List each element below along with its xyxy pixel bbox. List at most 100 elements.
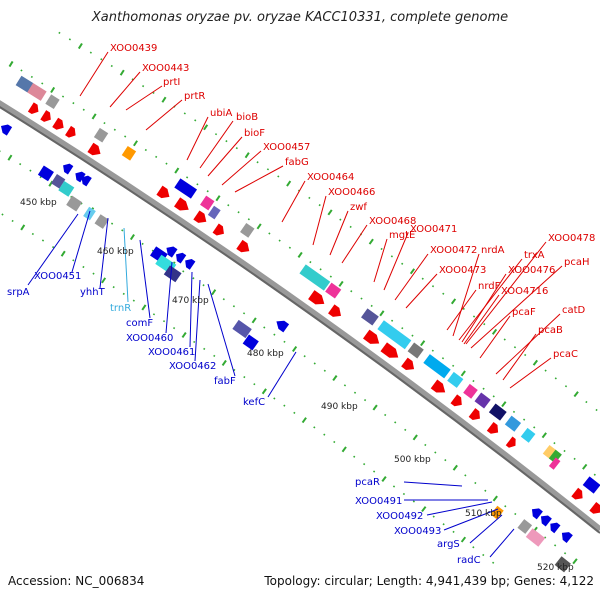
gene-arrow-forward <box>27 102 39 115</box>
tick-mark <box>174 167 180 174</box>
gene-arrow-forward <box>430 379 446 393</box>
tick-mark <box>203 124 209 131</box>
gene-label-forward: pcaF <box>512 307 536 318</box>
tick-mark <box>524 353 527 357</box>
tick-mark <box>553 544 557 547</box>
gene-block-forward <box>207 205 221 220</box>
leader-line-forward <box>405 273 438 309</box>
tick-mark <box>89 51 92 54</box>
tick-mark <box>411 334 414 337</box>
tick-mark <box>360 297 363 300</box>
gene-block-reverse <box>58 181 75 197</box>
tick-mark <box>112 285 115 289</box>
gene-arrow-forward <box>156 185 170 199</box>
gene-block-forward <box>474 392 491 409</box>
leader-line-reverse <box>189 271 193 348</box>
tick-mark <box>593 473 596 476</box>
tick-mark <box>214 133 218 136</box>
gene-label-forward: trxA <box>524 250 545 261</box>
tick-mark <box>390 255 394 258</box>
tick-mark <box>380 247 383 251</box>
leader-line-forward <box>502 333 537 381</box>
tick-mark <box>563 449 566 453</box>
leader-line-reverse <box>403 481 463 487</box>
gene-arrow-reverse <box>0 124 13 136</box>
tick-mark <box>460 370 466 377</box>
gene-block-reverse <box>51 173 66 189</box>
genes-layer <box>0 75 600 573</box>
tick-mark <box>77 42 83 50</box>
gene-arrow-reverse <box>550 522 561 534</box>
gene-arrow-reverse <box>75 171 86 183</box>
gene-label-forward: nrdA <box>481 245 505 256</box>
tick-mark <box>513 346 517 349</box>
gene-arrow-forward <box>52 117 64 130</box>
kbp-label: 510 kbp <box>465 509 502 519</box>
tick-mark <box>122 292 125 295</box>
leader-line-forward <box>186 116 209 161</box>
tick-mark <box>582 463 588 470</box>
tick-mark <box>0 150 1 153</box>
gene-block-forward <box>299 264 331 291</box>
gene-label-reverse: comF <box>126 318 153 329</box>
gene-block-forward <box>463 383 478 399</box>
tick-mark <box>253 383 256 386</box>
tick-mark <box>286 180 292 187</box>
gene-block-forward <box>520 427 536 443</box>
gene-arrow-forward <box>571 487 583 500</box>
leader-line-forward <box>509 357 552 389</box>
tick-mark <box>452 464 458 471</box>
tick-mark <box>564 385 568 388</box>
tick-mark <box>273 333 276 336</box>
tick-mark <box>142 85 145 88</box>
tick-mark <box>155 155 158 158</box>
leader-line-forward <box>221 150 262 186</box>
tick-mark <box>392 485 396 488</box>
tick-mark <box>319 268 322 271</box>
tick-mark <box>20 224 26 231</box>
tick-mark <box>110 222 114 225</box>
gene-block-reverse <box>37 165 54 182</box>
kbp-label: 460 kbp <box>97 247 134 257</box>
gene-block-forward <box>423 354 451 379</box>
tick-mark <box>161 96 167 103</box>
tick-mark <box>266 168 270 171</box>
tick-mark <box>1 213 4 216</box>
tick-mark <box>401 262 404 265</box>
gene-arrow-reverse <box>166 246 178 258</box>
tick-mark <box>442 523 445 526</box>
gene-arrow-forward <box>468 408 480 420</box>
gene-block-forward <box>407 342 424 359</box>
tick-mark <box>50 86 56 94</box>
tick-mark <box>353 455 356 458</box>
leader-line-reverse <box>207 283 236 377</box>
gene-label-forward: pcaC <box>553 349 578 360</box>
tick-mark <box>215 195 221 202</box>
leader-line-forward <box>145 99 183 131</box>
leader-line-reverse <box>426 501 493 516</box>
gene-arrow-reverse <box>540 515 552 527</box>
tick-mark <box>41 82 44 85</box>
gene-label-reverse: trnR <box>110 303 131 314</box>
tick-mark <box>192 277 195 280</box>
gene-block-forward <box>240 222 255 238</box>
leader-line-reverse <box>443 508 499 531</box>
gene-arrow-reverse <box>81 175 92 187</box>
gene-block-reverse <box>517 519 533 534</box>
tick-mark <box>390 319 394 322</box>
tick-mark <box>211 289 217 296</box>
map-title: Xanthomonas oryzae pv. oryzae KACC10331,… <box>91 10 509 25</box>
tick-mark <box>237 211 240 214</box>
leader-line-forward <box>312 195 327 246</box>
genome-backbone-shade <box>0 106 600 534</box>
leader-line-forward <box>458 258 523 341</box>
leader-line-forward <box>463 294 500 345</box>
gene-label-reverse: XOO0492 <box>376 511 423 522</box>
tick-mark <box>522 418 526 421</box>
tick-mark <box>61 95 65 98</box>
gene-block-reverse <box>94 214 109 229</box>
tick-mark <box>144 148 147 152</box>
gene-arrow-forward <box>308 290 325 305</box>
tick-mark <box>472 379 475 383</box>
tick-mark <box>273 397 276 400</box>
